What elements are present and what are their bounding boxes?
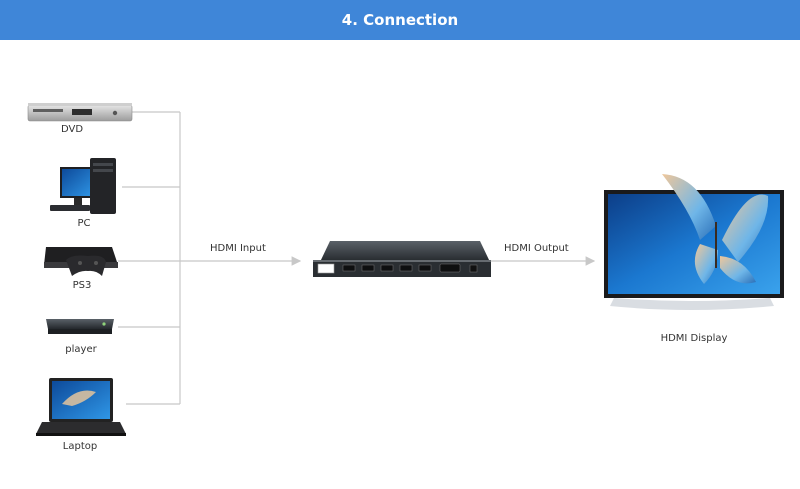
- source-label-player: player: [65, 344, 96, 355]
- media-player-icon: [46, 319, 114, 334]
- display-label: HDMI Display: [661, 333, 728, 344]
- laptop-icon: [36, 378, 126, 436]
- hdmi-input-label: HDMI Input: [210, 243, 266, 254]
- hdmi-output-label: HDMI Output: [504, 243, 569, 254]
- hdmi-display-icon: [604, 174, 784, 310]
- dvd-player-icon: [28, 103, 132, 121]
- source-label-dvd: DVD: [61, 124, 83, 135]
- hdmi-switch-icon: [313, 241, 491, 277]
- source-label-pc: PC: [77, 218, 90, 229]
- game-console-icon: [44, 247, 118, 276]
- source-label-ps3: PS3: [73, 280, 92, 291]
- desktop-pc-icon: [50, 158, 116, 214]
- source-label-laptop: Laptop: [63, 441, 97, 452]
